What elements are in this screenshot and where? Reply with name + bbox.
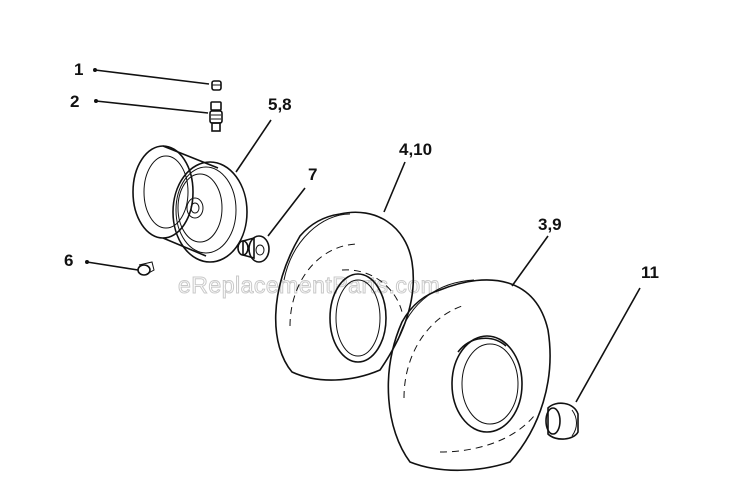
leader-3-9	[511, 235, 549, 287]
leader-4-10	[383, 161, 406, 213]
leader-5-8	[235, 119, 272, 173]
part-4-10-tire[interactable]	[274, 211, 414, 381]
part-7-bushing[interactable]	[237, 235, 270, 263]
leader-11	[575, 287, 641, 403]
leader-7	[267, 187, 306, 237]
label-5-8: 5,8	[268, 95, 292, 114]
label-6: 6	[64, 251, 73, 270]
label-4-10: 4,10	[399, 140, 432, 159]
label-2: 2	[70, 92, 79, 111]
label-3-9: 3,9	[538, 215, 562, 234]
part-5-8-rim[interactable]	[132, 145, 248, 263]
part-11-cap[interactable]	[545, 402, 579, 440]
leader-1	[94, 69, 210, 85]
leader-2	[95, 100, 209, 114]
part-2-valve-stem[interactable]	[209, 101, 223, 132]
leader-6	[86, 261, 139, 271]
label-1: 1	[74, 60, 83, 79]
watermark: eReplacementParts.com	[178, 272, 440, 298]
part-3-9-tire[interactable]	[387, 279, 551, 472]
part-6-bolt[interactable]	[137, 261, 155, 276]
label-7: 7	[308, 165, 317, 184]
part-1-cap[interactable]	[211, 80, 222, 91]
label-11: 11	[641, 263, 659, 282]
leader-lines	[85, 68, 641, 403]
